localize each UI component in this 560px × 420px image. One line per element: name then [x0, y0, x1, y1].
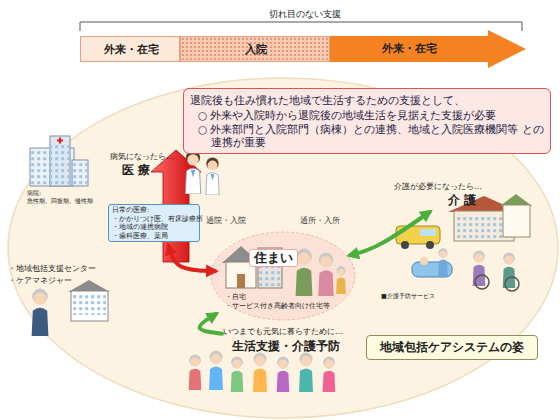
housing-illustration	[296, 249, 313, 296]
community-people-illustration	[231, 356, 244, 392]
node-text: 病気になったら…	[110, 152, 174, 162]
node-text: ・かかりつけ医、有床診療所	[112, 216, 203, 224]
node-text: 外来・在宅	[81, 43, 181, 56]
node-text: 入院	[181, 43, 331, 56]
timeline-segment: 入院	[180, 36, 330, 62]
background-ellipse	[8, 78, 558, 418]
node-text: 住まい	[249, 249, 298, 267]
connector-label: 通所・入所	[300, 216, 340, 226]
community-people-illustration	[189, 351, 336, 393]
care-illustration	[401, 241, 409, 249]
node-text: 介護が必要になったら…	[394, 182, 482, 192]
care-illustration	[396, 194, 532, 291]
doctor-illustration	[185, 151, 200, 194]
annotation-label: 切れ目のない支援	[265, 9, 345, 20]
connector-arrow	[350, 212, 430, 255]
annotation-label: 病院:	[27, 189, 41, 196]
community-people-illustration	[209, 351, 223, 391]
care-domain: 介護が必要になったら…介 護	[390, 180, 515, 212]
care-manager-illustration	[71, 291, 108, 321]
community-people-illustration	[253, 353, 267, 393]
community-people-illustration	[299, 353, 313, 393]
care-illustration	[396, 226, 440, 244]
connector-arrow	[169, 246, 215, 271]
community-people-illustration	[323, 356, 336, 392]
node-text: ○ 外来部門と入院部門（病棟）との連携、地域と入院医療機関等 との連携が重要	[198, 123, 546, 148]
care-domain: 病気になったら…医 療日常の医療:・かかりつけ医、有床診療所・地域の連携病院・歯…	[108, 150, 204, 246]
hospital-illustration	[59, 138, 61, 144]
node-text: いつまでも元気に暮らすために…	[223, 327, 343, 337]
housing-illustration	[318, 253, 333, 296]
housing-illustration	[211, 232, 355, 320]
callout-box: 退院後も住み慣れた地域で生活するための支援として、 ○ 外来や入院時から退院後の地…	[183, 88, 551, 154]
care-manager-illustration	[32, 280, 110, 336]
hospital-illustration	[72, 160, 88, 186]
doctor-illustration	[206, 157, 219, 195]
node-text: 介 護	[448, 193, 476, 207]
annotation-label: 急性期、回復期、慢性期	[27, 197, 93, 204]
care-manager-illustration	[32, 289, 49, 336]
hospital-illustration	[30, 136, 88, 186]
timeline-arrow: 外来・在宅	[330, 30, 526, 68]
care-illustration	[475, 275, 489, 289]
node-text: ・サービス付き高齢者向け住宅等	[225, 303, 330, 311]
care-illustration	[426, 241, 434, 249]
annotation-label: ・地域包括支援センター	[8, 264, 96, 274]
care-manager-illustration	[73, 293, 106, 315]
node-text: ・自宅	[225, 294, 246, 302]
diagram-title: 地域包括ケアシステムの姿	[366, 335, 538, 360]
node-text: 外来・在宅	[330, 42, 488, 55]
annotation-label: ・ケアマネジャー	[8, 276, 72, 286]
care-illustration	[505, 277, 519, 291]
care-manager-illustration	[68, 280, 110, 292]
connector-label: 通院・入院	[206, 216, 246, 226]
housing-illustration	[211, 232, 355, 320]
doctor-illustration	[185, 151, 219, 195]
care-illustration	[438, 248, 448, 276]
hospital-illustration	[50, 136, 70, 186]
info-box: 日常の医療:・かかりつけ医、有床診療所・地域の連携病院・歯科医療、薬局	[108, 204, 200, 242]
care-illustration	[503, 205, 530, 237]
care-domain: いつまでも元気に暮らすために… 生活支援・介護予防	[222, 326, 347, 356]
node-text: 医 療	[122, 163, 150, 177]
hospital-illustration	[72, 160, 88, 186]
care-domain: 住まい・自宅・サービス付き高齢者向け住宅等	[215, 232, 350, 314]
community-people-illustration	[277, 356, 290, 392]
node-text: ・地域の連携病院	[112, 224, 168, 232]
node-text: 日常の医療:	[112, 207, 149, 215]
node-text: 生活支援・介護予防	[232, 339, 340, 353]
node-text: ○ 外来や入院時から退院後の地域生活を見据えた支援が必要	[198, 109, 546, 122]
community-people-illustration	[189, 354, 202, 390]
connector-arrow	[200, 314, 222, 334]
hospital-illustration	[50, 144, 70, 186]
care-illustration	[420, 229, 436, 236]
support-bracket	[80, 22, 522, 31]
annotation-label: ■介護予防サービス	[381, 292, 435, 299]
node-text: ・歯科医療、薬局	[112, 233, 168, 241]
care-illustration	[500, 194, 532, 206]
timeline-segment: 外来・在宅	[80, 36, 180, 62]
node-text: 退院後も住み慣れた地域で生活するための支援として、	[190, 94, 465, 107]
housing-illustration	[237, 274, 245, 288]
care-illustration	[420, 257, 428, 265]
node-shape	[330, 30, 526, 68]
housing-illustration	[336, 266, 346, 294]
